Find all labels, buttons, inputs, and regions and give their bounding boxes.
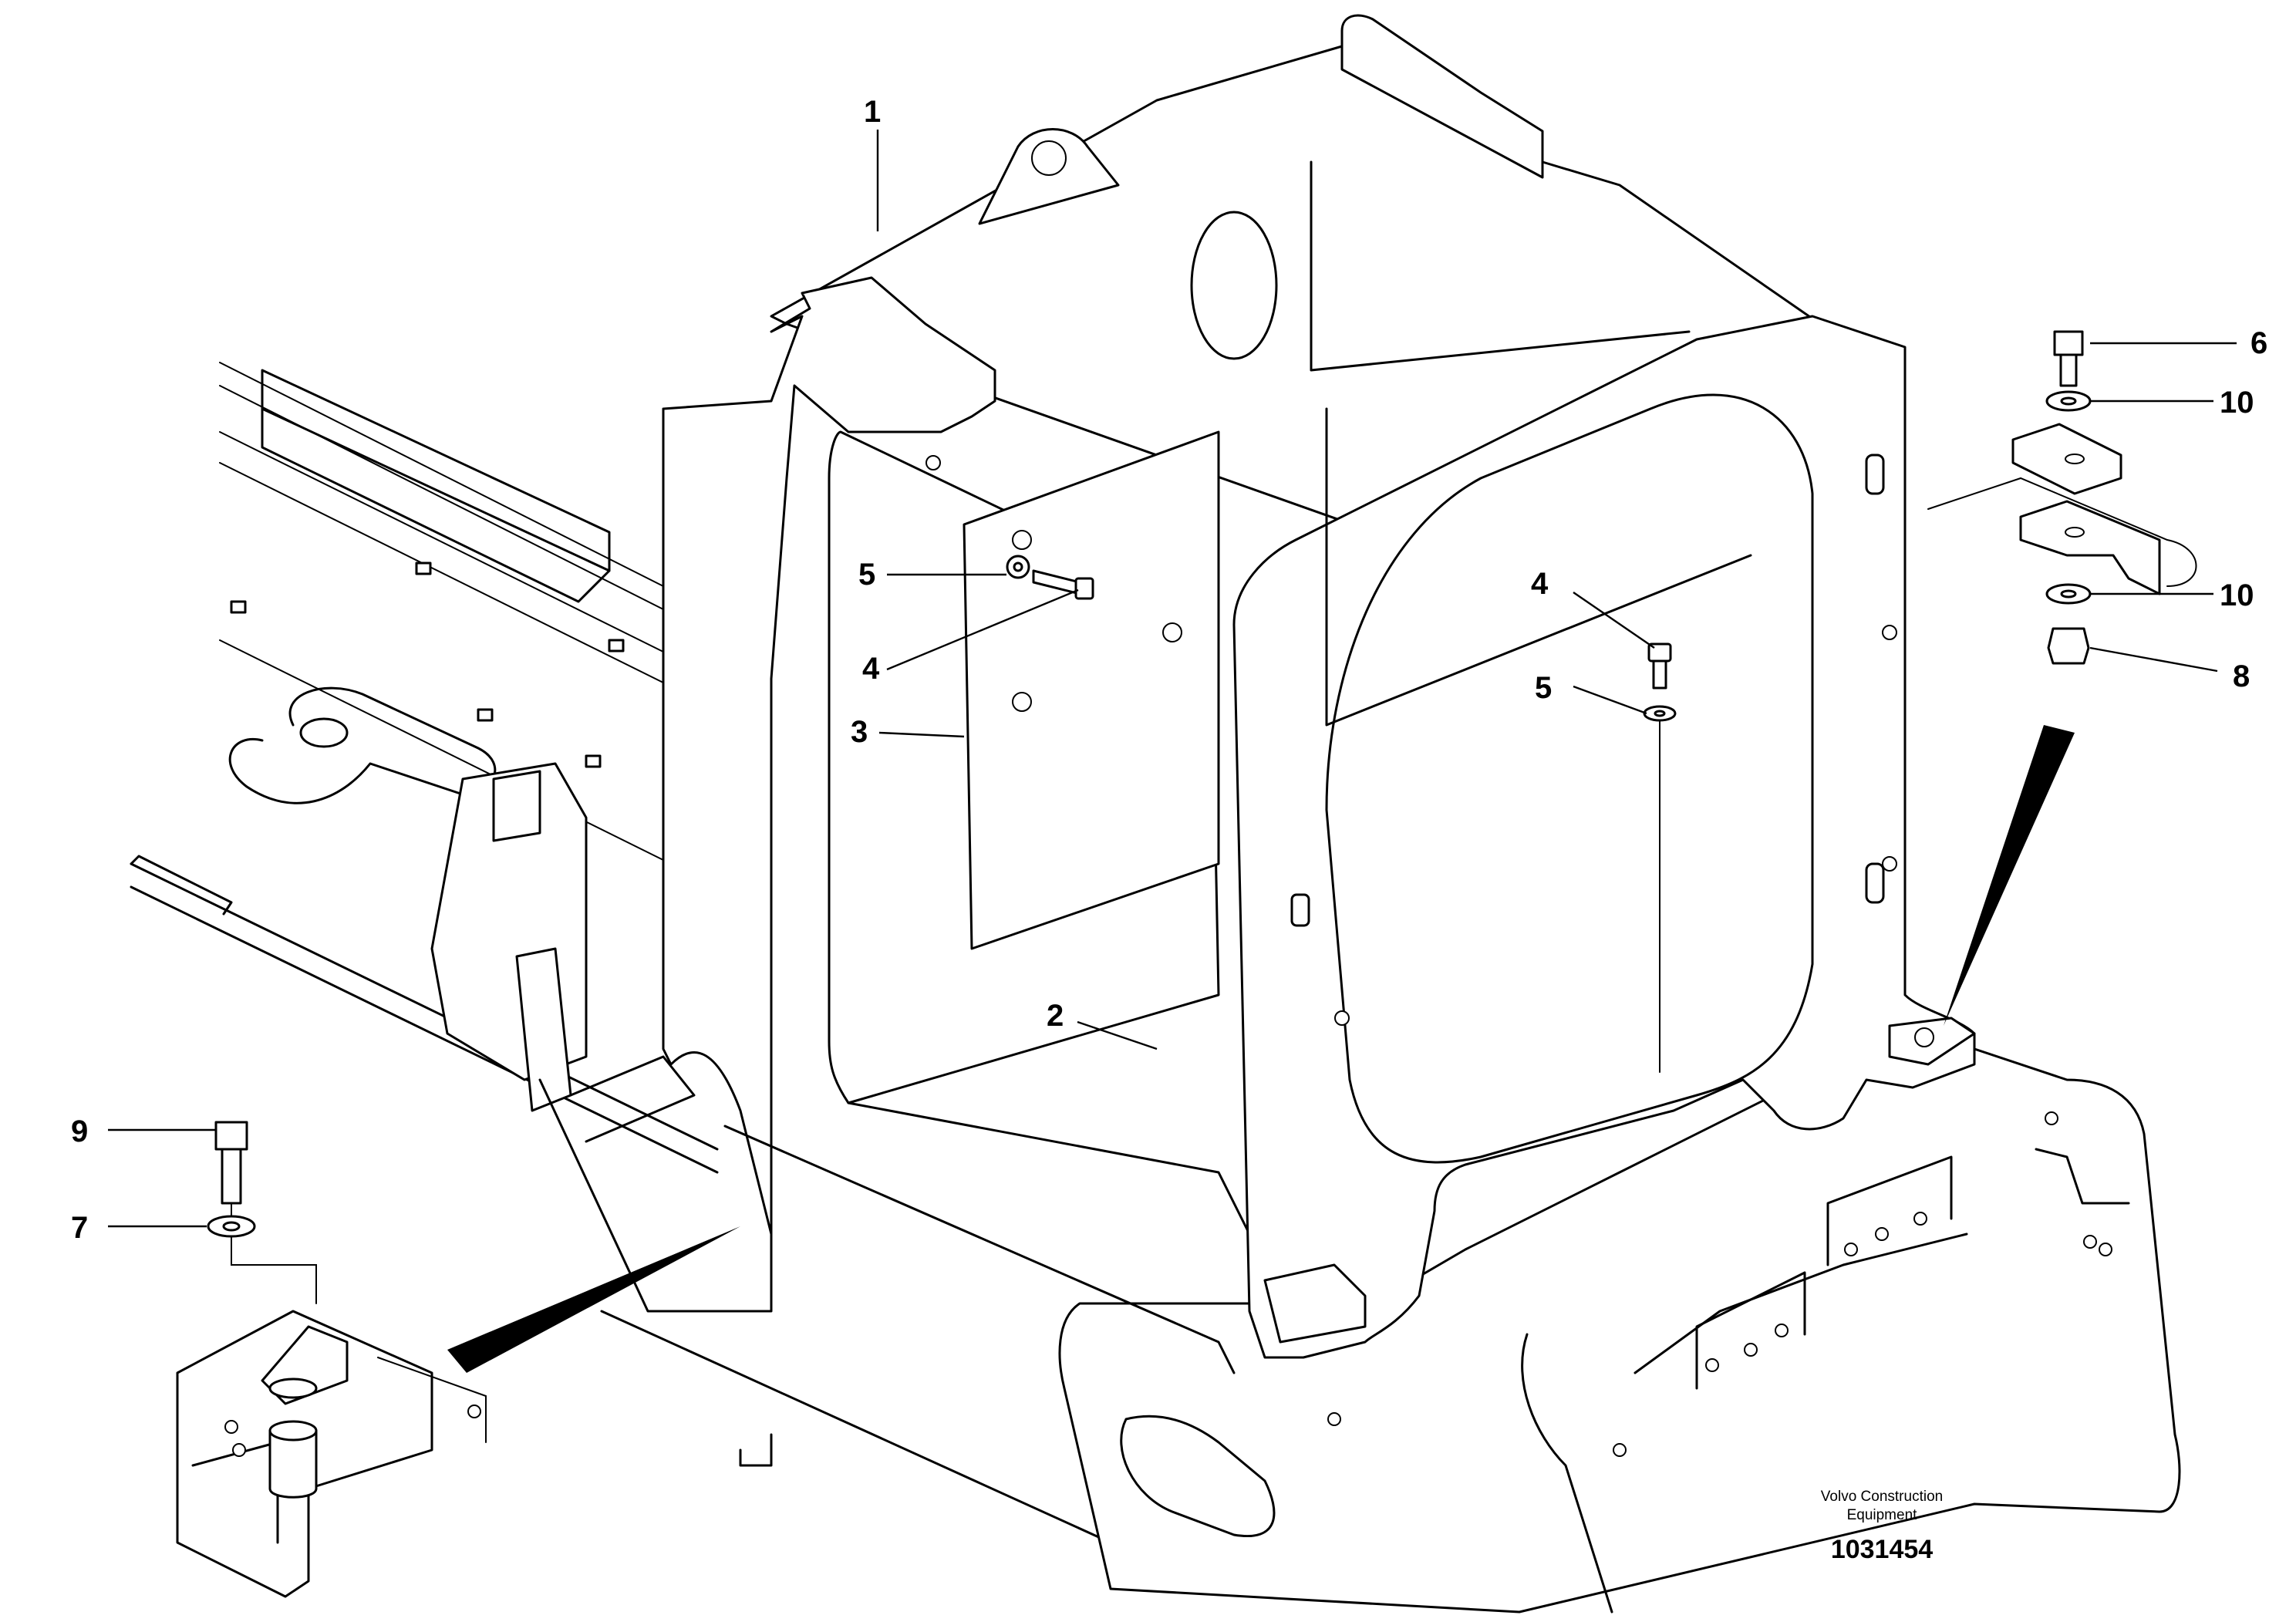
nut-8 xyxy=(2047,627,2090,665)
bolt-6 xyxy=(2053,330,2084,387)
callout-7: 7 xyxy=(71,1211,88,1245)
callout-4-right: 4 xyxy=(1531,567,1549,601)
mounting-holes xyxy=(1327,1111,2112,1457)
direction-arrow-right xyxy=(1944,725,2075,1026)
counterweight xyxy=(1058,1032,2181,1614)
credit-line-2: Equipment xyxy=(1847,1507,1918,1523)
callouts: 1 2 3 4 4 5 5 6 7 8 9 10 10 xyxy=(71,95,2267,1245)
direction-arrow-left xyxy=(447,1226,740,1373)
bolt-4-right xyxy=(1643,642,1677,1073)
side-mount-assembly xyxy=(176,1310,487,1598)
washer-10-lower xyxy=(2045,583,2092,605)
cab-frame xyxy=(662,14,1976,1374)
callout-10-lower: 10 xyxy=(2220,578,2254,612)
chassis-frame-left xyxy=(130,362,1112,1544)
callout-5-left: 5 xyxy=(858,558,875,592)
callout-6: 6 xyxy=(2250,326,2267,360)
leader-lines xyxy=(108,130,2237,1228)
callout-1: 1 xyxy=(864,95,881,129)
bolt-9 xyxy=(214,1121,317,1304)
clamp-plates xyxy=(1927,423,2197,595)
callout-2: 2 xyxy=(1047,999,1064,1033)
callout-10-upper: 10 xyxy=(2220,386,2254,420)
figure-number: 1031454 xyxy=(1831,1535,1933,1564)
callout-9: 9 xyxy=(71,1114,88,1148)
callout-4-left: 4 xyxy=(862,652,880,686)
drawing-credit: Volvo Construction Equipment 1031454 xyxy=(1821,1489,1943,1564)
callout-8: 8 xyxy=(2233,659,2250,693)
callout-3: 3 xyxy=(851,715,868,749)
washer-10-upper xyxy=(2045,390,2092,412)
washer-7 xyxy=(207,1215,256,1238)
credit-line-1: Volvo Construction xyxy=(1821,1489,1943,1505)
bolt-4-left xyxy=(1006,555,1094,600)
callout-5-right: 5 xyxy=(1535,671,1552,705)
stud-row xyxy=(230,561,625,768)
